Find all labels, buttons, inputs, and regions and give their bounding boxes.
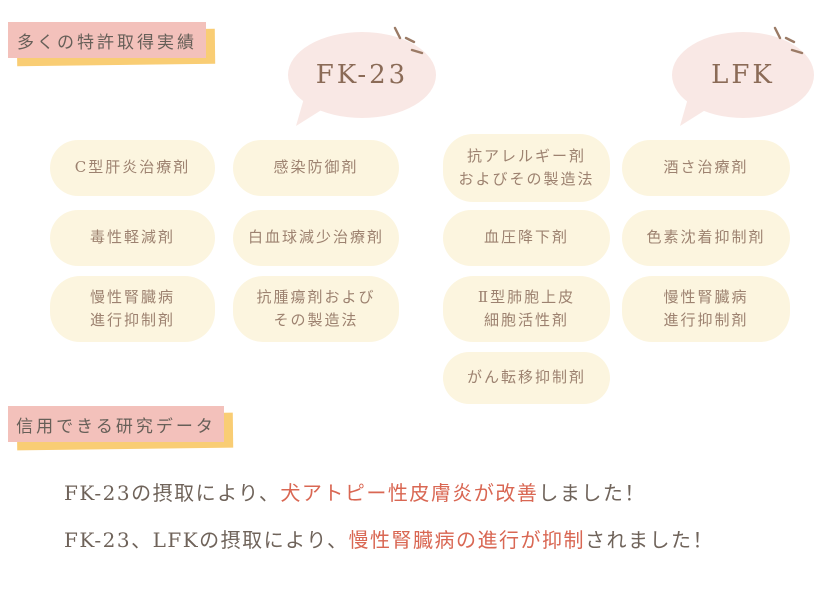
patent-pill: 毒性軽減剤 [50, 210, 215, 266]
bubble-tail [296, 96, 329, 126]
fk23-bubble-label: FK-23 [315, 60, 409, 90]
result-highlight: 犬アトピー性皮膚炎が改善 [280, 481, 539, 505]
patent-pill: 感染防御剤 [233, 140, 399, 196]
result-text-pre: FK-23、LFKの摂取により、 [64, 528, 349, 552]
result-text-pre: FK-23の摂取により、 [64, 481, 281, 505]
patent-pill: 抗アレルギー剤 およびその製造法 [443, 134, 610, 202]
patent-pill: Ⅱ型肺胞上皮 細胞活性剤 [443, 276, 610, 342]
research-badge: 信用できる研究データ [8, 406, 234, 451]
sparkle-icon [768, 26, 804, 62]
patent-pill: 色素沈着抑制剤 [622, 210, 790, 266]
patent-pill: 慢性腎臓病 進行抑制剤 [622, 276, 790, 342]
sparkle-icon [388, 26, 424, 62]
patent-pill: 白血球減少治療剤 [233, 210, 399, 266]
patent-pill: 酒さ治療剤 [622, 140, 790, 196]
patent-pill: 血圧降下剤 [443, 210, 610, 266]
result-text-post: しました！ [538, 481, 646, 505]
patent-pill: 慢性腎臓病 進行抑制剤 [50, 276, 215, 342]
result-line: FK-23、LFKの摂取により、慢性腎臓病の進行が抑制されました！ [64, 524, 714, 553]
result-line: FK-23の摂取により、犬アトピー性皮膚炎が改善しました！ [64, 477, 646, 506]
result-text-post: されました！ [584, 528, 714, 552]
patents-badge: 多くの特許取得実績 [8, 22, 216, 67]
patent-pill: C型肝炎治療剤 [50, 140, 215, 196]
bubble-tail [680, 96, 713, 126]
patent-pill: がん転移抑制剤 [443, 352, 610, 404]
fk23-bubble: FK-23 [288, 32, 436, 126]
patents-badge-label: 多くの特許取得実績 [8, 22, 206, 58]
research-badge-label: 信用できる研究データ [8, 406, 224, 442]
patent-pill: 抗腫瘍剤および その製造法 [233, 276, 399, 342]
lfk-bubble-label: LFK [711, 60, 775, 90]
result-highlight: 慢性腎臓病の進行が抑制 [348, 528, 585, 552]
